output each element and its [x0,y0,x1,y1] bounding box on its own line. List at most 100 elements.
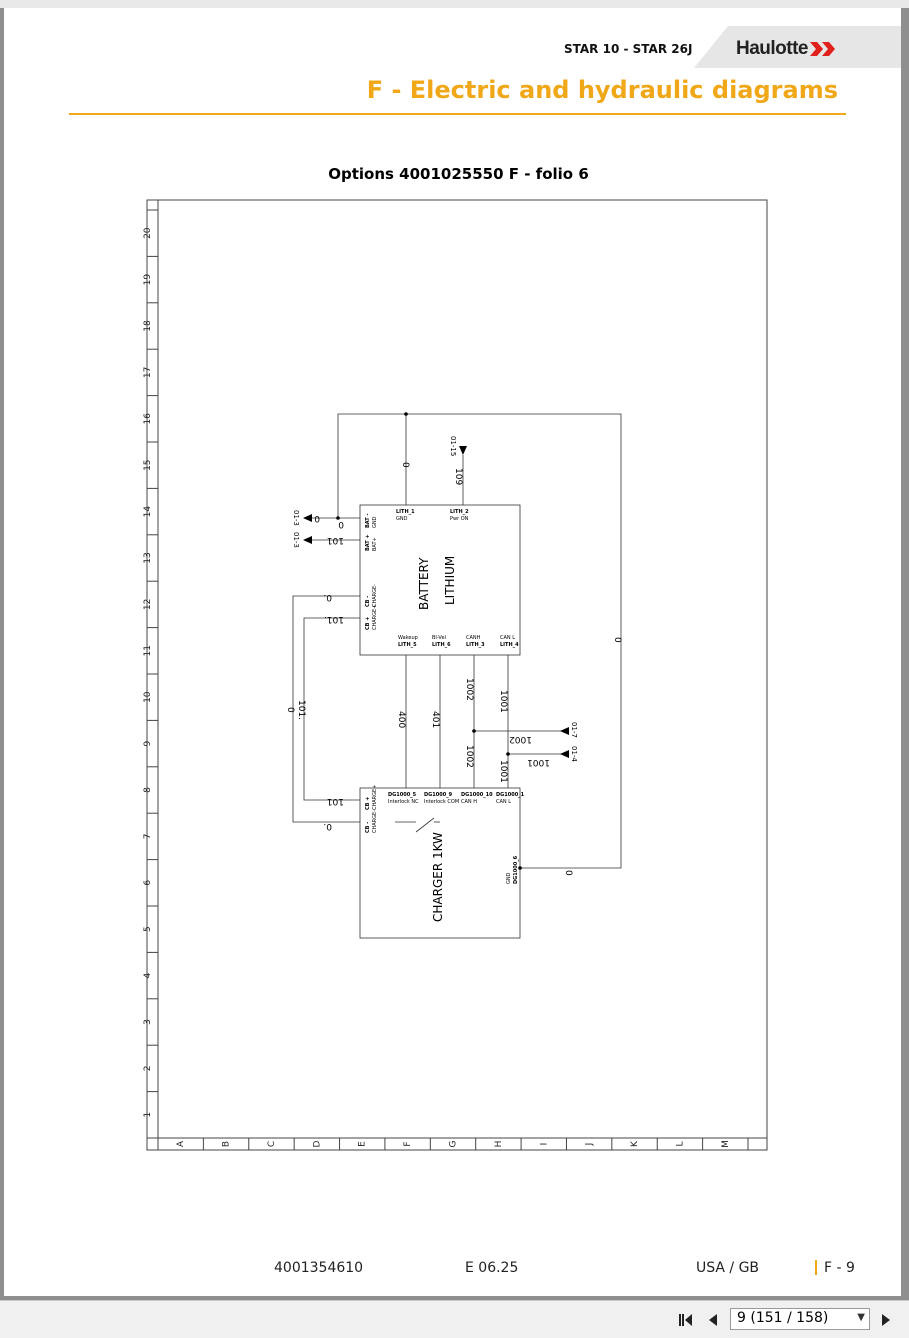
battery-label-1: BATTERY [417,557,431,610]
wire-label-0-left: 0 [285,707,295,713]
arrow-left-icon [303,514,312,522]
junction-dot [506,752,510,756]
wire-label-1002-ref: 1002 [509,734,532,744]
row-label: 15 [143,459,153,470]
wire-label-0-bottom: 0 [563,870,573,876]
pin-dg5: DG1000_5 [388,792,417,798]
col-label: H [494,1141,504,1148]
pin-dg1: DG1000_1 [496,792,525,798]
footer-page-bar [815,1260,817,1275]
pin-lith6: LITH_6 [432,642,451,648]
row-label: 17 [143,367,153,378]
col-label: A [176,1140,186,1147]
wire-label-101-chg: 101 [327,796,344,806]
arrow-down-icon [459,446,467,455]
arrow-left-icon [560,750,569,758]
pin-lith1: LITH_1 [396,509,415,515]
wire-label-0-bat-2: 0 [338,519,344,529]
ref-01-15: 01-15 [449,436,457,456]
logo-text: Haulotte [736,38,809,59]
page-select[interactable]: 9 (151 / 158) ▼ [730,1308,870,1330]
pin-lith1-sub: GND [396,516,408,522]
pin-lith3: LITH_3 [466,642,485,648]
diagram-title: Options 4001025550 F - folio 6 [328,165,589,183]
row-label: 3 [143,1019,153,1025]
pin-lith5: LITH_5 [398,642,417,648]
wire-label-0dot-chg: 0. [323,821,332,831]
wire-label-1001-top: 1001 [498,690,508,713]
col-label: J [585,1143,595,1147]
row-label: 4 [143,972,153,978]
battery-box [359,504,521,656]
wire-label-101dot-left: 101. [296,700,306,720]
pin-lith3-sub: CANH [466,635,481,641]
row-label: 16 [143,413,153,425]
battery-label-2: LITHIUM [443,556,457,605]
pin-lith2-sub: Pwr ON [450,516,469,522]
row-label: 20 [143,227,153,239]
wire-label-1002-bot: 1002 [464,745,474,768]
pin-dg1-sub: CAN L [496,799,511,805]
arrow-left-icon [560,727,569,735]
junction-dot [472,729,476,733]
footer-page: F - 9 [824,1260,855,1276]
wire-label-0-right: 0 [612,637,622,643]
row-label: 13 [143,552,153,563]
pin-cb-plus-sub: CHARGE+ [372,605,378,630]
wire-label-101dot-top: 101. [324,614,344,624]
row-label: 6 [143,880,153,886]
row-label: 10 [143,691,153,703]
viewer-top-strip [0,0,909,8]
section-title: F - Electric and hydraulic diagrams [366,76,838,104]
pin-dg5-sub: Interlock NC [388,799,419,805]
diagram-frame [146,199,768,1151]
footer-region: USA / GB [696,1260,760,1276]
wire-label-0dot-top: 0. [323,592,332,602]
ref-01-3-b: 01-3 [292,532,300,548]
wire-label-401: 401 [430,711,440,728]
switch-blade [415,817,435,833]
pin-dg10-sub: CAN H [461,799,477,805]
document-page: STAR 10 - STAR 26J Haulotte F - Electric… [4,8,901,1296]
pin-cb-plus: CB + [365,617,371,630]
page-select-value: 9 (151 / 158) [737,1310,829,1326]
row-label: 1 [143,1112,153,1118]
pin-bat-plus-sub: BAT+ [372,537,378,551]
chevron-down-icon: ▼ [857,1312,865,1323]
pin-bat-plus: BAT + [365,534,371,551]
col-label: K [630,1140,640,1147]
header-rule [69,113,846,115]
pin-dg10: DG1000_10 [461,792,493,798]
viewer-nav-bar: 9 (151 / 158) ▼ [0,1300,909,1338]
row-label: 5 [143,926,153,932]
charger-label: CHARGER 1KW [431,832,445,922]
row-label: 9 [143,740,153,746]
wire-label-400: 400 [396,711,406,728]
pin-lith2: LITH_2 [450,509,469,515]
col-label: E [358,1141,368,1147]
row-label: 19 [143,274,153,286]
header-band [694,26,901,68]
pin-cb-minus-sub: CHARGE- [372,584,378,607]
pin-lith5-sub: Wakeup [398,635,418,641]
pin-lith6-sub: BI-Vel [432,635,446,641]
pin-dg6: DG1000_6 [513,855,519,884]
next-page-icon[interactable] [877,1311,895,1329]
pin-dg9: DG1000_9 [424,792,453,798]
col-label: B [222,1141,232,1147]
wire-label-1002-top: 1002 [464,678,474,701]
wire-label-1001-bot: 1001 [498,760,508,783]
logo-chevrons-icon [810,42,835,56]
wire-label-0: 0 [400,462,410,468]
col-label: F [403,1141,413,1146]
row-label: 7 [143,834,153,840]
previous-page-icon[interactable] [704,1311,722,1329]
wire-label-101: 101 [327,535,344,545]
pin-bat-minus-sub: GND [372,516,378,528]
first-page-icon[interactable] [676,1311,694,1329]
pin-chg-cb-minus-sub: CHARGE- [372,810,378,833]
pin-cb-minus: CB - [365,596,371,607]
footer-doc-number: 4001354610 [274,1260,364,1276]
row-label: 18 [143,320,153,332]
